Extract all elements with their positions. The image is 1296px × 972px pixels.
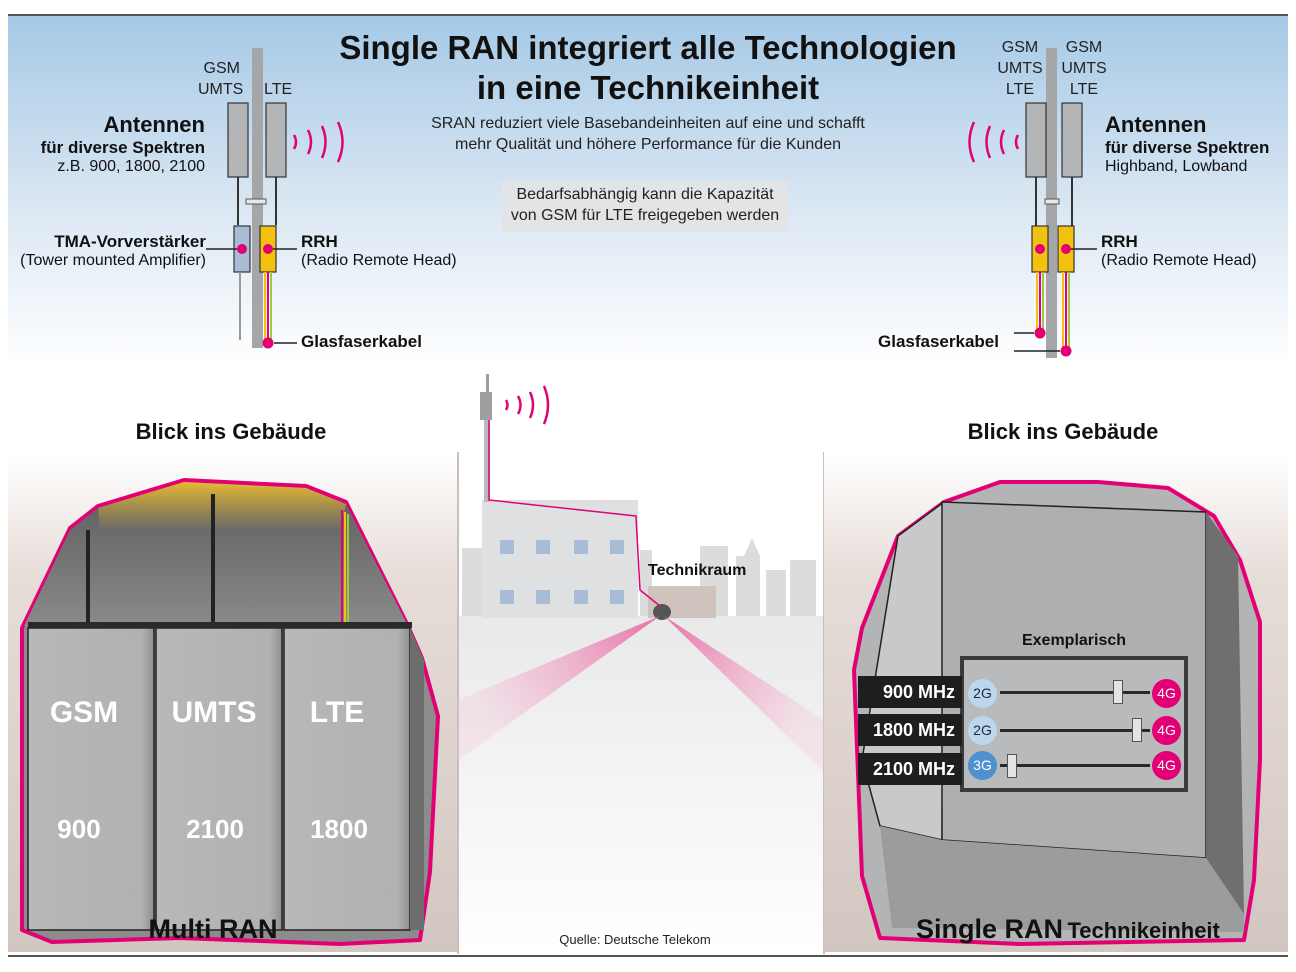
rrh-label: RRH (Radio Remote Head) (301, 232, 457, 269)
center-scene (457, 366, 825, 954)
antenna-tag-gsm-umts: GSM UMTS (198, 60, 244, 98)
cabinet-lte (283, 627, 411, 931)
cabinet-band-label: 900 (57, 814, 101, 844)
fiber-label-right: Glasfaserkabel (878, 332, 999, 351)
panel-title: Exemplarisch (1021, 632, 1127, 649)
rrh-label-right: RRH (Radio Remote Head) (1101, 232, 1257, 269)
subtitle: SRAN reduziert viele Basebandeinheiten a… (431, 115, 865, 153)
antenna-tag-lte: LTE (264, 81, 293, 98)
tech-dot-end: 4G (1152, 751, 1181, 780)
slider-track (1000, 764, 1150, 767)
fiber-label: Glasfaserkabel (301, 332, 422, 351)
antenna-gsm-umts (227, 102, 249, 178)
antenna-lte (265, 102, 287, 178)
cabinet-gsm (27, 627, 155, 931)
right-building-heading: Blick ins Gebäude (967, 419, 1159, 444)
tma-label: TMA-Vorverstärker (Tower mounted Amplifi… (20, 232, 206, 269)
antenna-tag-a: GSM UMTS LTE (997, 39, 1043, 98)
tech-dot-end: 4G (1152, 716, 1181, 745)
slider-handle[interactable] (1113, 680, 1124, 704)
slider-handle[interactable] (1007, 754, 1017, 778)
technikraum-label: Technikraum (648, 562, 747, 579)
antenna-tag-b: GSM UMTS LTE (1061, 39, 1107, 98)
multi-ran-caption: Multi RAN (148, 914, 278, 944)
cabinet-band-label: 2100 (186, 814, 244, 844)
slider-handle[interactable] (1131, 718, 1142, 742)
tech-dot-start: 3G (968, 751, 997, 780)
cabinet-umts (155, 627, 283, 931)
left-mast (206, 48, 344, 349)
cabinet-band-label: 1800 (310, 814, 368, 844)
source-label: Quelle: Deutsche Telekom (559, 932, 711, 947)
antenna-left (1025, 102, 1047, 178)
freq-label: 1800 MHz (858, 714, 962, 746)
freq-label: 900 MHz (858, 676, 962, 708)
slider-panel (960, 656, 1188, 792)
cabinet-tech-label: UMTS (171, 696, 257, 729)
cabinet-tech-label: GSM (49, 696, 119, 729)
signal-beam-right (664, 616, 824, 772)
tech-dot-start: 2G (968, 716, 997, 745)
tech-dot-start: 2G (968, 679, 997, 708)
cabinet-tech-label: LTE (309, 696, 365, 729)
left-building-view (8, 452, 458, 952)
right-mast (968, 48, 1097, 358)
capacity-note: Bedarfsabhängig kann die Kapazität von G… (502, 181, 788, 232)
signal-beam-left (458, 616, 660, 760)
page-title: Single RAN integriert alle Technologien … (339, 29, 957, 106)
antennas-label: Antennen für diverse Spektren z.B. 900, … (40, 112, 205, 175)
antenna-right (1061, 102, 1083, 178)
radio-waves-icon (504, 385, 550, 425)
slider-track (1000, 729, 1150, 732)
slider-track (1000, 691, 1150, 694)
freq-label: 2100 MHz (858, 753, 962, 785)
tech-dot-end: 4G (1152, 679, 1181, 708)
radio-waves-icon (968, 121, 1020, 163)
left-building-heading: Blick ins Gebäude (135, 419, 327, 444)
single-ran-caption: Single RAN Technikeinheit (916, 914, 1220, 944)
radio-waves-icon (292, 121, 344, 163)
antennas-label-right: Antennen für diverse Spektren Highband, … (1105, 112, 1270, 175)
